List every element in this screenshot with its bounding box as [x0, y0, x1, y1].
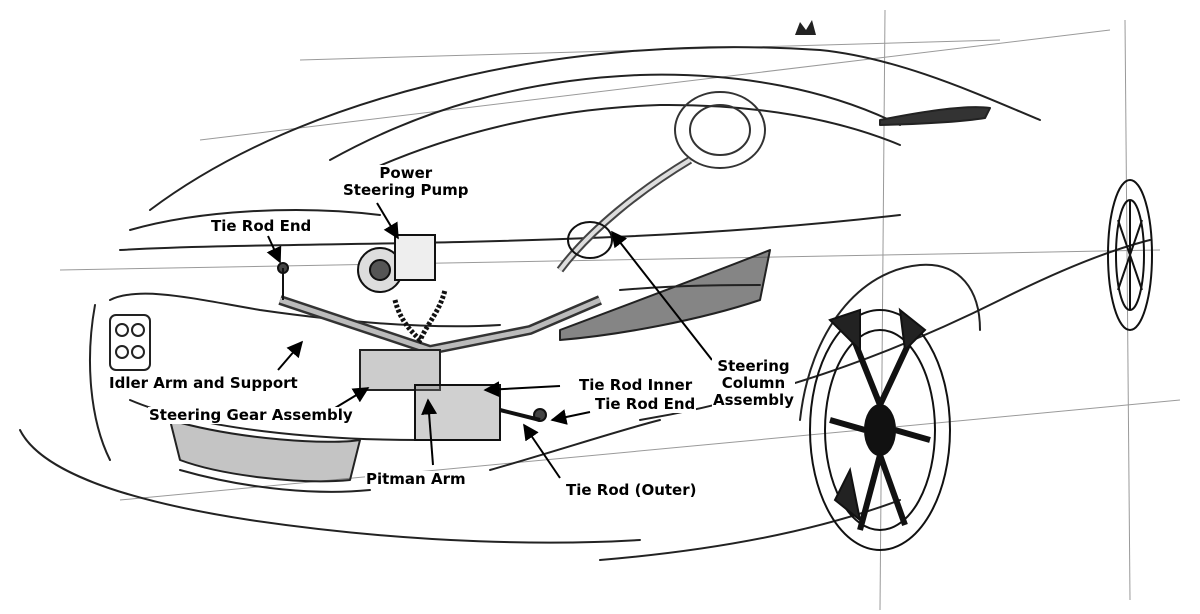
label-idler-arm-and-support: Idler Arm and Support: [108, 374, 299, 392]
label-steering-column-line2: Column: [721, 374, 786, 392]
label-tie-rod-end-left: Tie Rod End: [210, 217, 313, 235]
label-steering-column-line3: Assembly: [713, 391, 794, 409]
logo-mark: [795, 20, 816, 35]
label-tie-rod-end-right: Tie Rod End: [594, 395, 697, 413]
label-power-steering-pump-line1: Power: [379, 164, 433, 182]
rear-wheel: [1107, 179, 1153, 331]
label-steering-gear-assembly: Steering Gear Assembly: [148, 406, 354, 424]
label-tie-rod-inner: Tie Rod Inner: [578, 376, 694, 394]
leader-lines: [266, 202, 713, 479]
label-tie-rod-outer: Tie Rod (Outer): [565, 481, 698, 499]
steering-wheel: [674, 91, 766, 169]
label-power-steering-pump: Power Steering Pump: [342, 165, 470, 199]
front-wheel: [809, 307, 951, 551]
label-pitman-arm: Pitman Arm: [365, 470, 467, 488]
label-steering-column-assembly: Steering Column Assembly: [712, 358, 795, 409]
label-power-steering-pump-line2: Steering Pump: [343, 181, 469, 199]
label-steering-column-line1: Steering: [717, 357, 790, 375]
